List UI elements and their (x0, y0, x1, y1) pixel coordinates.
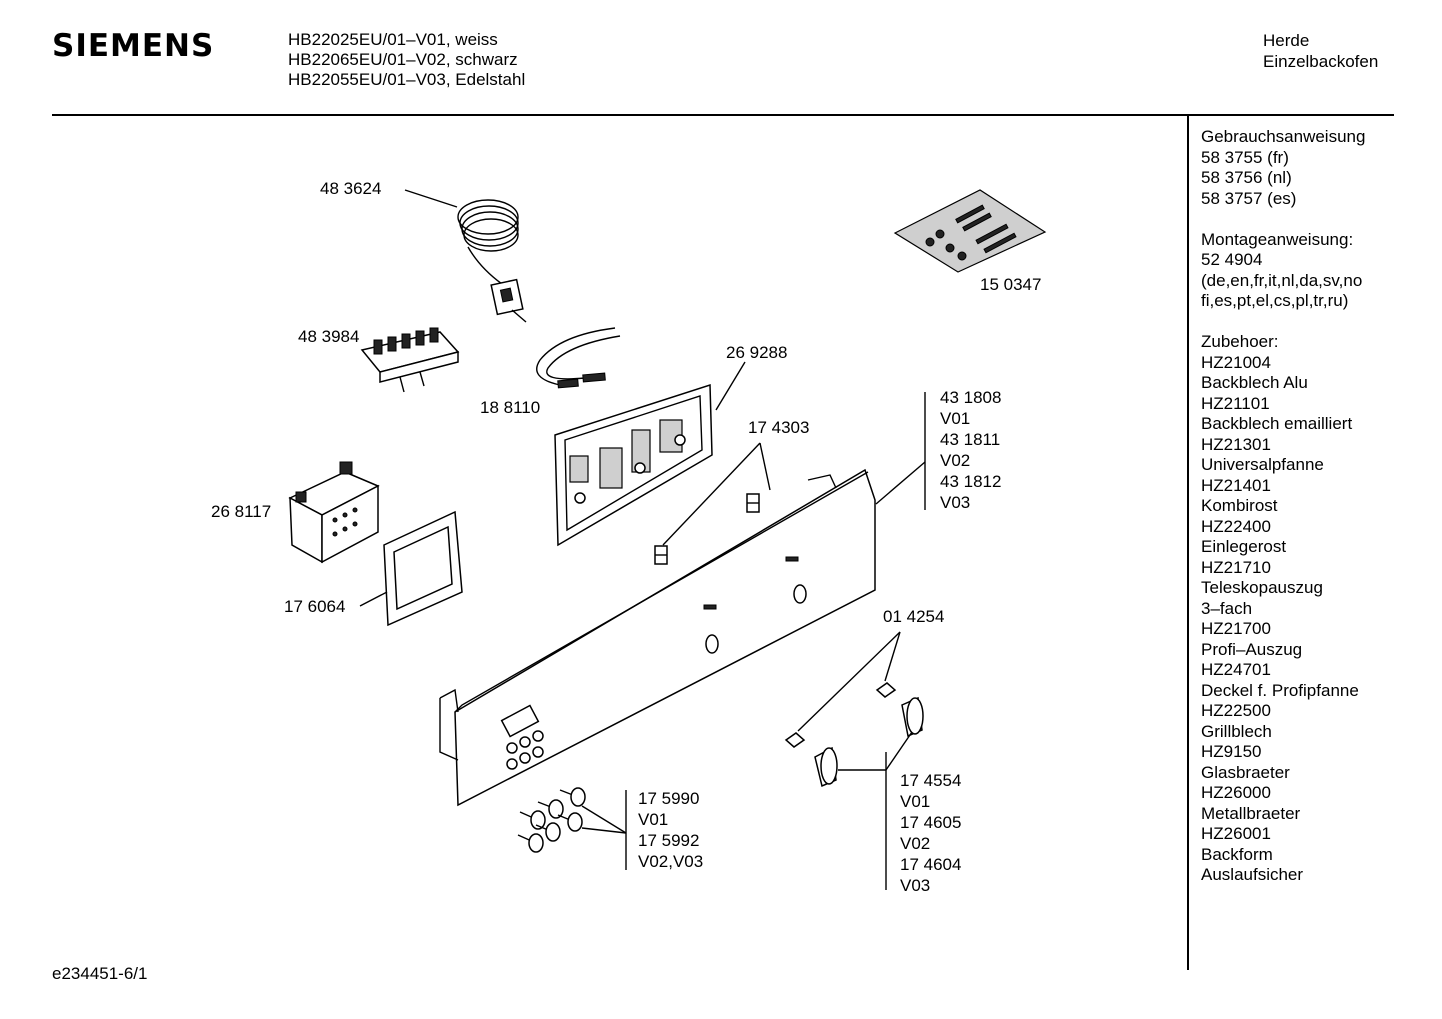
diagram-code: e234451-6/1 (52, 964, 148, 983)
accessory-line: Backblech emailliert (1201, 414, 1353, 433)
manual-line: 58 3755 (fr) (1201, 147, 1289, 167)
part-number-431808: 43 1808 (940, 388, 1001, 407)
accessory-line: HZ26001 (1201, 824, 1271, 843)
accessory-line: HZ22400 (1201, 516, 1271, 536)
clip-parts (654, 493, 760, 565)
electronic-module-part (554, 383, 713, 547)
accessory-line: 3–fach (1201, 598, 1253, 618)
mounting-title: Montageanweisung: (1201, 229, 1354, 249)
accessory-title: Zubehoer: (1201, 332, 1279, 351)
part-number-150347: 15 0347 (980, 275, 1041, 294)
accessory-line: Einlegerost (1201, 537, 1287, 556)
screw-bag-part (893, 189, 1047, 273)
category: Herde Einzelbackofen (1263, 30, 1378, 72)
sidebar-divider (1187, 116, 1189, 970)
part-number-176064: 17 6064 (284, 597, 345, 616)
accessory-line: Backform (1201, 844, 1273, 864)
terminal-block-part (360, 327, 460, 393)
model-list: HB22025EU/01–V01, weiss HB22065EU/01–V02… (288, 30, 525, 90)
knob-parts (814, 696, 924, 788)
category-line: Einzelbackofen (1263, 52, 1379, 71)
model-line: HB22025EU/01–V01, weiss (288, 30, 498, 49)
mounting-line: (de,en,fr,it,nl,da,sv,no (1201, 270, 1363, 290)
accessory-line: Glasbraeter (1201, 762, 1290, 782)
accessory-line: HZ22500 (1201, 701, 1271, 720)
part-number-174303: 17 4303 (748, 418, 809, 437)
part-number-431811: 43 1811 (940, 430, 1000, 449)
part-variant: V02 (900, 834, 930, 853)
accessory-line: Backblech Alu (1201, 373, 1308, 392)
spacer (1201, 312, 1365, 333)
part-number-174554: 17 4554 (900, 771, 961, 790)
part-number-175992: 17 5992 (638, 831, 699, 850)
part-number-431812: 43 1812 (940, 472, 1001, 491)
part-variant: V03 (940, 493, 970, 512)
part-number-269288: 26 9288 (726, 343, 787, 362)
manual-line: 58 3757 (es) (1201, 188, 1297, 208)
brand-logo: SIEMENS (52, 28, 215, 64)
spacer (1201, 209, 1365, 230)
switch-housing-part (288, 461, 380, 564)
part-number-188110: 18 8110 (480, 398, 540, 417)
part-number-483624: 48 3624 (320, 179, 381, 198)
accessory-line: HZ21710 (1201, 557, 1271, 577)
thermostat-part (404, 189, 527, 323)
sidebar-parts-info: Gebrauchsanweisung 58 3755 (fr) 58 3756 … (1201, 127, 1365, 886)
part-number-174605: 17 4605 (900, 813, 961, 832)
spring-clip-parts (784, 682, 897, 748)
accessory-line: Profi–Auszug (1201, 639, 1303, 659)
control-panel-part (439, 468, 876, 807)
exploded-view-drawing: 48 3624 15 0347 48 3984 18 8110 (211, 179, 1047, 895)
accessory-line: HZ21101 (1201, 393, 1270, 413)
accessory-line: HZ24701 (1201, 660, 1271, 679)
part-variant: V01 (900, 792, 930, 811)
category-line: Herde (1263, 31, 1310, 50)
part-variant: V01 (940, 409, 970, 428)
part-variant: V01 (638, 810, 668, 829)
part-number-175990: 17 5990 (638, 789, 699, 808)
push-button-parts (517, 787, 586, 853)
accessory-line: HZ21700 (1201, 619, 1271, 638)
part-variant: V02 (940, 451, 970, 470)
part-number-174604: 17 4604 (900, 855, 961, 874)
part-number-483984: 48 3984 (298, 327, 359, 346)
accessory-line: HZ26000 (1201, 783, 1271, 802)
cable-part (536, 327, 621, 389)
accessory-line: HZ21004 (1201, 352, 1271, 372)
header-divider (52, 114, 1394, 116)
accessory-line: Kombirost (1201, 496, 1278, 515)
accessory-line: Universalpfanne (1201, 455, 1324, 474)
accessory-line: Auslaufsicher (1201, 865, 1304, 884)
accessory-line: Teleskopauszug (1201, 578, 1323, 597)
frame-part (383, 510, 463, 627)
manual-line: 58 3756 (nl) (1201, 168, 1292, 187)
accessory-line: HZ21401 (1201, 475, 1271, 495)
accessory-line: Grillblech (1201, 721, 1272, 741)
accessory-line: HZ9150 (1201, 742, 1262, 761)
part-variant: V02,V03 (638, 852, 703, 871)
accessory-line: Deckel f. Profipfanne (1201, 680, 1359, 700)
model-line: HB22065EU/01–V02, schwarz (288, 50, 518, 69)
part-number-268117: 26 8117 (211, 502, 271, 521)
accessory-line: HZ21301 (1201, 434, 1271, 454)
part-variant: V03 (900, 876, 930, 895)
model-line: HB22055EU/01–V03, Edelstahl (288, 70, 526, 89)
manual-title: Gebrauchsanweisung (1201, 127, 1366, 146)
accessory-line: Metallbraeter (1201, 803, 1301, 823)
mounting-line: fi,es,pt,el,cs,pl,tr,ru) (1201, 291, 1349, 310)
part-number-014254: 01 4254 (883, 607, 944, 626)
mounting-line: 52 4904 (1201, 250, 1263, 269)
